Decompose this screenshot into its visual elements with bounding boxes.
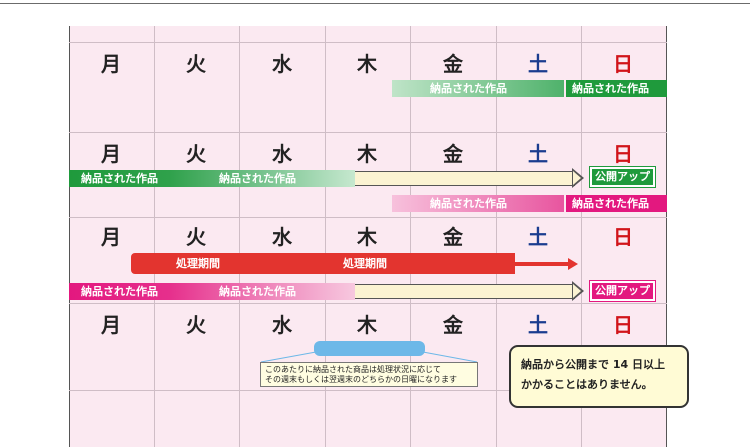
day-tue: 火	[186, 313, 206, 337]
day-wed: 水	[272, 313, 292, 337]
day-wed: 水	[272, 52, 292, 76]
bar-label: 納品された作品	[430, 82, 507, 95]
day-sun: 日	[613, 313, 633, 337]
grid-vline	[496, 26, 497, 447]
day-wed: 水	[272, 142, 292, 166]
day-sun: 日	[613, 225, 633, 249]
bar-label: 納品された作品	[572, 82, 649, 95]
day-sat: 土	[528, 225, 548, 249]
delivery-note: このあたりに納品された商品は処理状況に応じて その週末もしくは翌週末のどちらかの…	[260, 362, 478, 387]
publish-badge-green: 公開アップ	[589, 166, 656, 188]
bar-label: 納品された作品	[219, 285, 296, 298]
day-mon: 月	[101, 142, 121, 166]
day-thu: 木	[357, 225, 377, 249]
grid-hline	[69, 303, 667, 304]
grid-hline	[69, 42, 667, 43]
note-line: その週末もしくは翌週末のどちらかの日曜になります	[265, 375, 457, 384]
top-rule	[0, 3, 750, 4]
delivered-bar-pink: 納品された作品	[566, 195, 667, 212]
day-wed: 水	[272, 225, 292, 249]
grid-vline	[325, 26, 326, 447]
processing-arrow-shaft	[515, 262, 570, 266]
grid-vline	[69, 26, 70, 447]
day-fri: 金	[443, 142, 463, 166]
day-sun: 日	[613, 142, 633, 166]
day-sat: 土	[528, 52, 548, 76]
max-days-callout: 納品から公開まで 14 日以上 かかることはありません。	[509, 345, 689, 408]
publish-badge-pink: 公開アップ	[589, 280, 656, 302]
delivered-bar-green-long: 納品された作品 納品された作品	[69, 170, 355, 187]
day-mon: 月	[101, 225, 121, 249]
bar-label: 納品された作品	[219, 172, 296, 185]
day-mon: 月	[101, 313, 121, 337]
callout-line: かかることはありません。	[521, 378, 653, 391]
day-tue: 火	[186, 142, 206, 166]
grid-vline	[666, 26, 667, 447]
bar-label: 納品された作品	[81, 285, 158, 298]
callout-line: 納品から公開まで 14 日以上	[521, 358, 665, 371]
grid-vline	[154, 26, 155, 447]
delivered-bar-green: 納品された作品	[566, 80, 667, 97]
note-line: このあたりに納品された商品は処理状況に応じて	[265, 365, 441, 374]
day-tue: 火	[186, 225, 206, 249]
day-fri: 金	[443, 313, 463, 337]
day-fri: 金	[443, 52, 463, 76]
bar-label: 処理期間	[343, 257, 387, 270]
processing-bar: 処理期間 処理期間	[131, 253, 515, 274]
grid-hline	[69, 132, 667, 133]
bar-label: 処理期間	[176, 257, 220, 270]
day-tue: 火	[186, 52, 206, 76]
day-fri: 金	[443, 225, 463, 249]
day-thu: 木	[357, 52, 377, 76]
grid-hline	[69, 217, 667, 218]
day-thu: 木	[357, 313, 377, 337]
grid-vline	[581, 26, 582, 447]
bar-label: 納品された作品	[430, 197, 507, 210]
day-sat: 土	[528, 313, 548, 337]
grid-hline	[69, 390, 667, 391]
grid-vline	[239, 26, 240, 447]
delivered-bar-pink-long: 納品された作品 納品された作品	[69, 283, 355, 300]
delivery-window-marker	[314, 341, 425, 356]
day-mon: 月	[101, 52, 121, 76]
day-sat: 土	[528, 142, 548, 166]
bar-label: 納品された作品	[572, 197, 649, 210]
bar-label: 納品された作品	[81, 172, 158, 185]
day-thu: 木	[357, 142, 377, 166]
grid-vline	[410, 26, 411, 447]
flow-arrow-head-inner	[573, 171, 581, 185]
delivered-bar-green-faded: 納品された作品	[392, 80, 564, 97]
day-sun: 日	[613, 52, 633, 76]
processing-arrow-head	[568, 258, 578, 270]
delivered-bar-pink-faded: 納品された作品	[392, 195, 564, 212]
flow-arrow-head-inner	[573, 284, 581, 298]
